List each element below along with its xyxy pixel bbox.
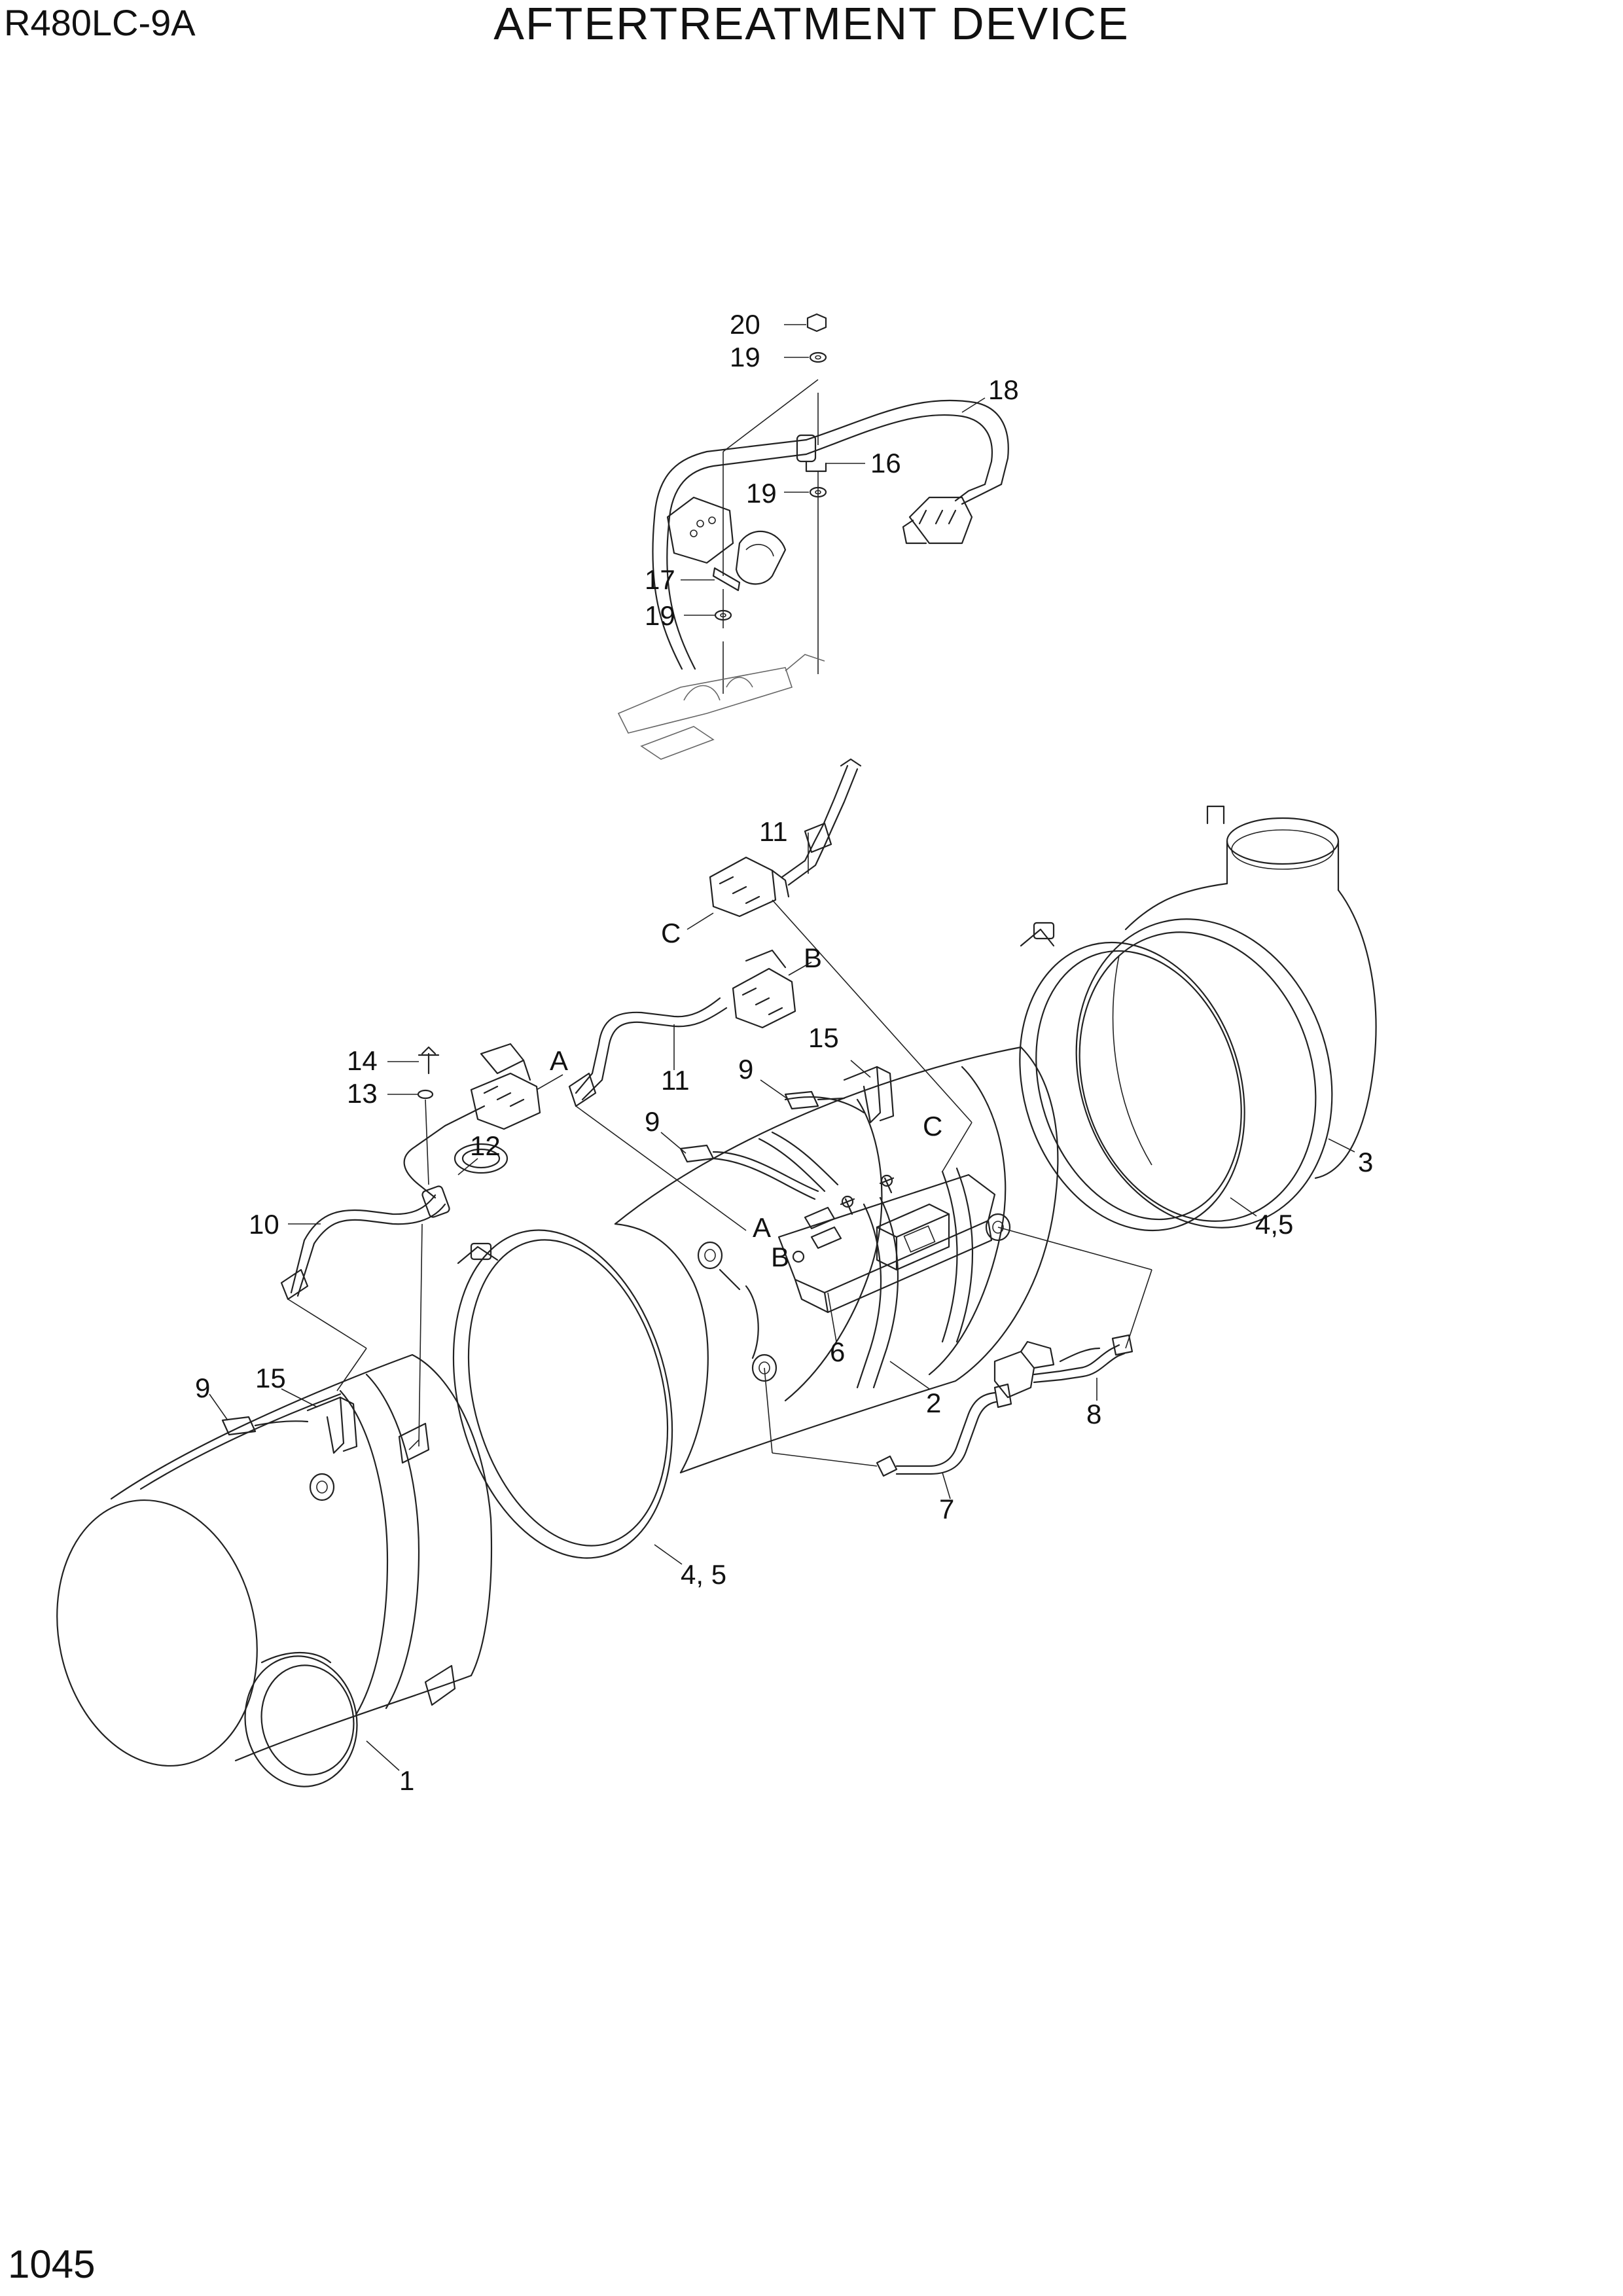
page-title: AFTERTREATMENT DEVICE — [493, 0, 1130, 49]
temp-sensor-8 — [993, 1334, 1133, 1401]
dpf-canister-2 — [614, 1046, 1059, 1474]
callout-4-5-right: 4,5 — [1255, 1209, 1293, 1240]
callout-17: 17 — [645, 564, 675, 595]
leader-3 — [1328, 1138, 1355, 1153]
callout-9-left: 9 — [195, 1372, 210, 1403]
sensor-harness-11-upper — [687, 758, 972, 1172]
callout-16: 16 — [870, 448, 901, 478]
callout-2: 2 — [926, 1388, 941, 1418]
callout-11-lower: 11 — [661, 1065, 690, 1096]
callout-connector-c-right: C — [923, 1111, 942, 1141]
clamp-top-15 — [784, 1060, 895, 1124]
sensor-9-right — [760, 1079, 846, 1110]
callout-labels: 20 19 18 16 19 17 19 11 C B 11 14 13 A 1… — [195, 309, 1373, 1796]
sensor-harness-11-lower — [568, 949, 812, 1231]
callout-15-right: 15 — [808, 1022, 839, 1053]
page-number: 1045 — [8, 2242, 96, 2286]
leader-sensor-8-path — [1125, 1269, 1152, 1349]
callout-10: 10 — [249, 1209, 279, 1240]
callout-6: 6 — [830, 1336, 845, 1367]
sensor-harness-10 — [280, 1043, 563, 1447]
callout-1: 1 — [399, 1765, 414, 1796]
leader-sensor-8-to-boss — [997, 1227, 1152, 1270]
bracket-plate-6 — [777, 1174, 996, 1342]
temp-sensor-7 — [876, 1383, 1012, 1499]
callout-13: 13 — [347, 1078, 378, 1109]
sensor-9-left — [209, 1393, 309, 1436]
clamp-left-15 — [281, 1388, 358, 1454]
callout-19-low: 19 — [645, 600, 675, 631]
callout-3: 3 — [1358, 1147, 1373, 1177]
callout-connector-a-left: A — [550, 1045, 568, 1076]
callout-connector-c-left: C — [661, 918, 681, 948]
clamp-ring-right-4-5 — [1019, 922, 1257, 1232]
model-number: R480LC-9A — [4, 2, 196, 43]
callout-connector-b-right: B — [771, 1242, 789, 1272]
callout-9-middle: 9 — [645, 1106, 660, 1137]
callout-9-right: 9 — [738, 1054, 753, 1085]
callout-11-upper: 11 — [759, 816, 788, 847]
outlet-muffler-1 — [56, 1354, 493, 1787]
clamp-ring-left-4-5 — [452, 1229, 683, 1565]
callout-7: 7 — [939, 1494, 954, 1524]
sensor-9-middle — [660, 1132, 819, 1200]
callout-4-5-left: 4, 5 — [681, 1559, 726, 1590]
callout-20: 20 — [730, 309, 760, 340]
callout-15-left: 15 — [255, 1363, 286, 1393]
callout-18: 18 — [988, 374, 1019, 405]
callout-connector-b-top: B — [804, 942, 822, 973]
callout-14: 14 — [347, 1045, 378, 1076]
inlet-elbow-3 — [1075, 805, 1377, 1229]
wiring-harness-18 — [617, 313, 1009, 760]
callout-8: 8 — [1086, 1399, 1101, 1429]
callout-19-top: 19 — [730, 342, 760, 372]
leader-sensor-7-path — [772, 1452, 878, 1467]
callout-12: 12 — [470, 1130, 501, 1161]
callout-connector-a-right: A — [753, 1212, 771, 1243]
callout-19-mid: 19 — [746, 478, 777, 509]
leader-sensor-7-to-boss — [764, 1367, 773, 1454]
